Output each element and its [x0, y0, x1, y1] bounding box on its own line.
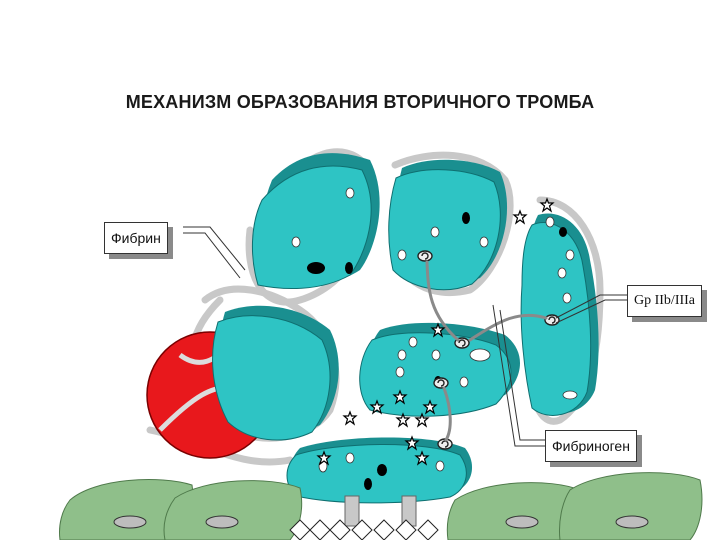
page-title: МЕХАНИЗМ ОБРАЗОВАНИЯ ВТОРИЧНОГО ТРОМБА — [0, 92, 720, 113]
label-fibrinogen: Фибриноген — [545, 430, 637, 462]
label-fibrin: Фибрин — [104, 222, 168, 254]
platelet-center — [360, 323, 520, 416]
platelet-left-middle — [213, 306, 339, 440]
label-gp-iib-iiia: Gp IIb/IIIa — [627, 285, 702, 317]
